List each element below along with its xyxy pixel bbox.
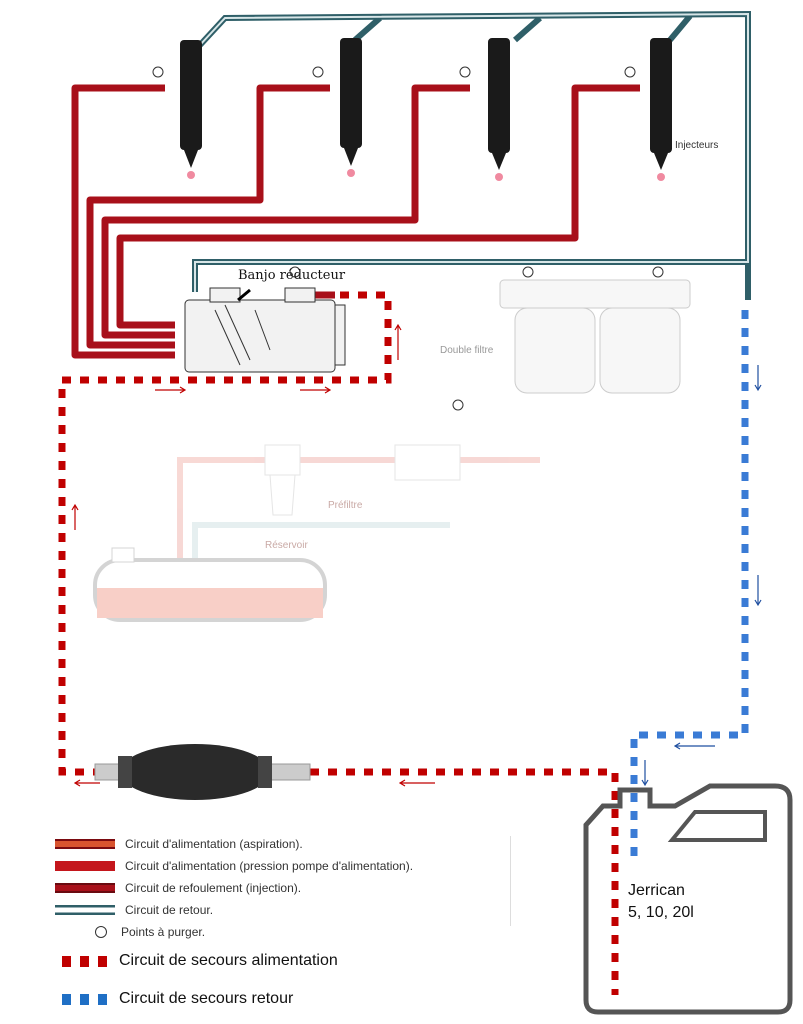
purge-point-icon [95,926,107,938]
double-filter [499,279,691,394]
legend-item: Circuit de retour. [55,902,213,918]
emergency-return-circuit [630,310,749,860]
injectors-label: Injecteurs [675,140,719,151]
prefilter-label: Préfiltre [328,500,363,511]
jerrican-title: Jerrican [628,882,685,899]
injection-pump [184,287,346,373]
jerrican-capacity: 5, 10, 20l [628,904,694,921]
legend-label: Circuit de refoulement (injection). [125,881,302,895]
emergency-supply-circuit [58,291,619,995]
legend-label: Points à purger. [121,925,206,939]
legend-label: Circuit d'alimentation (pression pompe d… [125,859,414,873]
legend-label: Circuit d'alimentation (aspiration). [125,837,303,851]
legend-label: Circuit de secours retour [119,990,294,1007]
tank-and-prefilter [93,444,540,622]
primer-bulb [94,744,311,800]
jerrican [583,783,793,1015]
emergency-legend-item: Circuit de secours alimentation [62,952,338,970]
legend: Circuit d'alimentation (aspiration). Cir… [55,836,511,939]
red-dots-swatch [62,955,107,967]
banjo-label: Banjo réducteur [238,268,346,283]
legend-item: Circuit d'alimentation (pression pompe d… [55,858,413,874]
purge-point-icons [152,66,664,411]
legend-label: Circuit de retour. [125,903,214,917]
legend-item: Points à purger. [95,924,205,940]
tank-label: Réservoir [265,540,308,551]
legend-label: Circuit de secours alimentation [119,952,338,969]
blue-dots-swatch [62,993,107,1005]
jerrican-label: Jerrican 5, 10, 20l [628,880,694,924]
emergency-legend-item: Circuit de secours retour [62,990,293,1008]
double-filter-label: Double filtre [440,345,494,356]
legend-item: Circuit d'alimentation (aspiration). [55,836,303,852]
banjo-arrow [237,288,251,302]
flow-arrows [71,323,435,787]
legend-item: Circuit de refoulement (injection). [55,880,301,896]
injectors [180,38,672,170]
